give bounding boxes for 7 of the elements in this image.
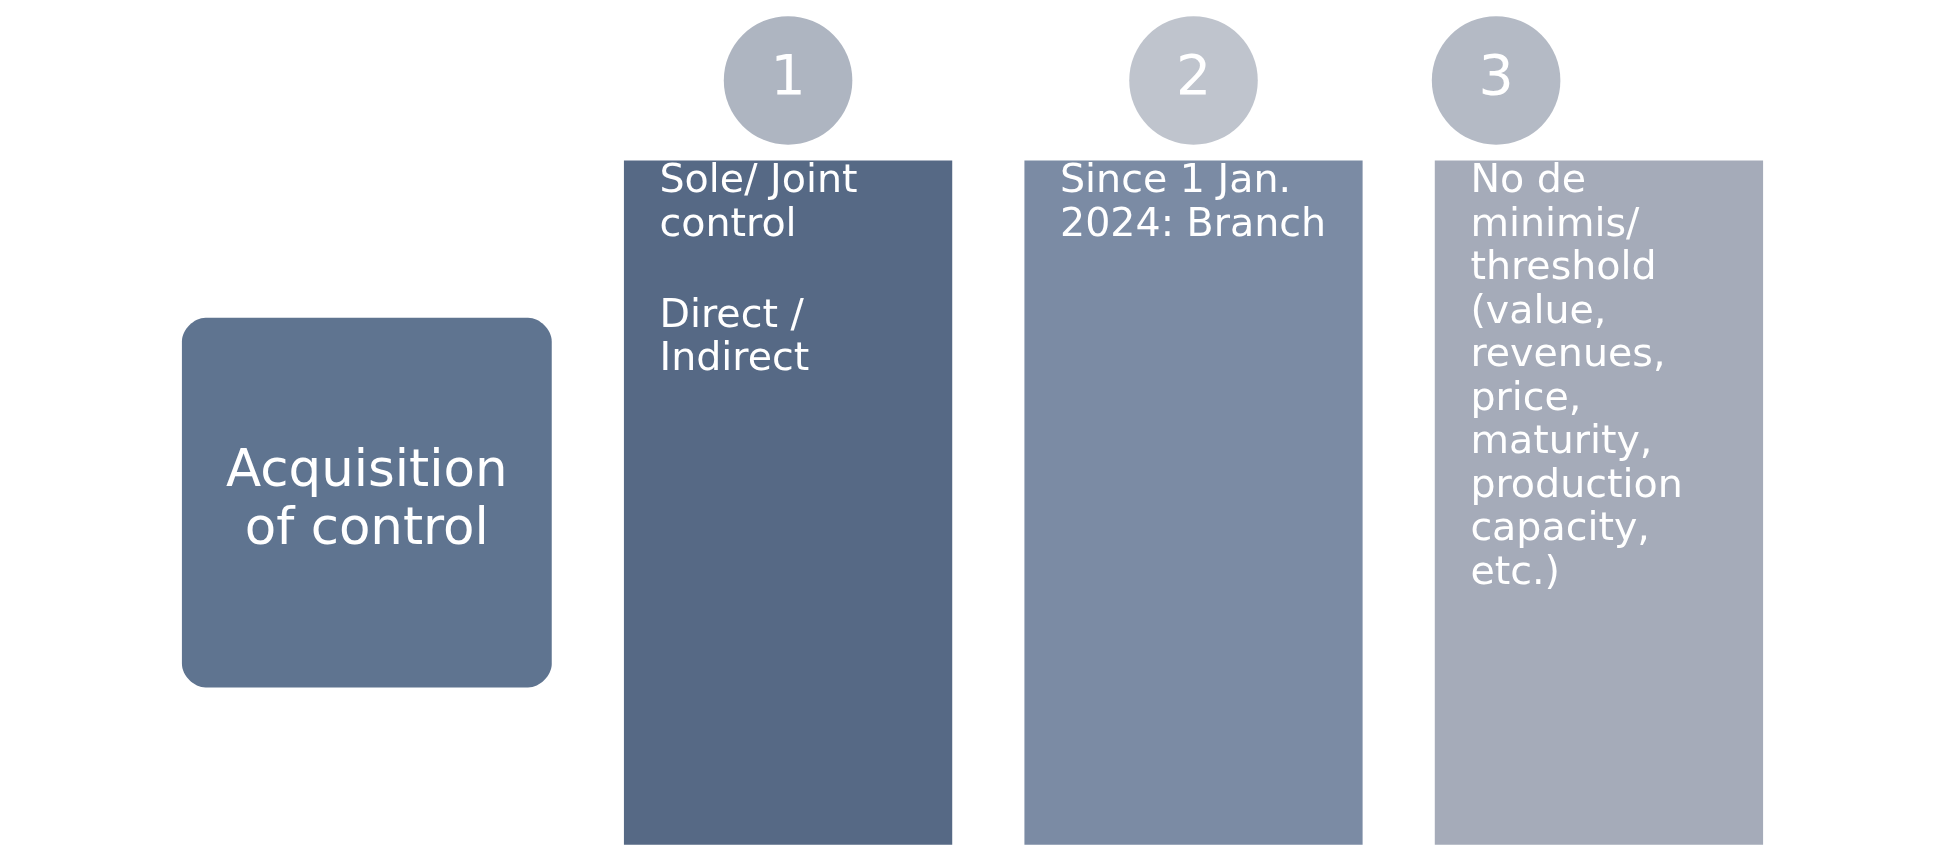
node-box: No de minimis/ threshold (value, revenues, price, maturity, production capacity, etc.)	[1434, 160, 1763, 845]
node-circle: 3	[1431, 16, 1560, 145]
node-box: Sole/ Joint control Direct / Indirect	[623, 160, 952, 845]
node-box: Acquisition of control	[181, 317, 552, 688]
node-circle: 2	[1128, 16, 1258, 145]
node-circle: 1	[723, 16, 852, 145]
node-box: Since 1 Jan. 2024: Branch	[1023, 160, 1363, 845]
